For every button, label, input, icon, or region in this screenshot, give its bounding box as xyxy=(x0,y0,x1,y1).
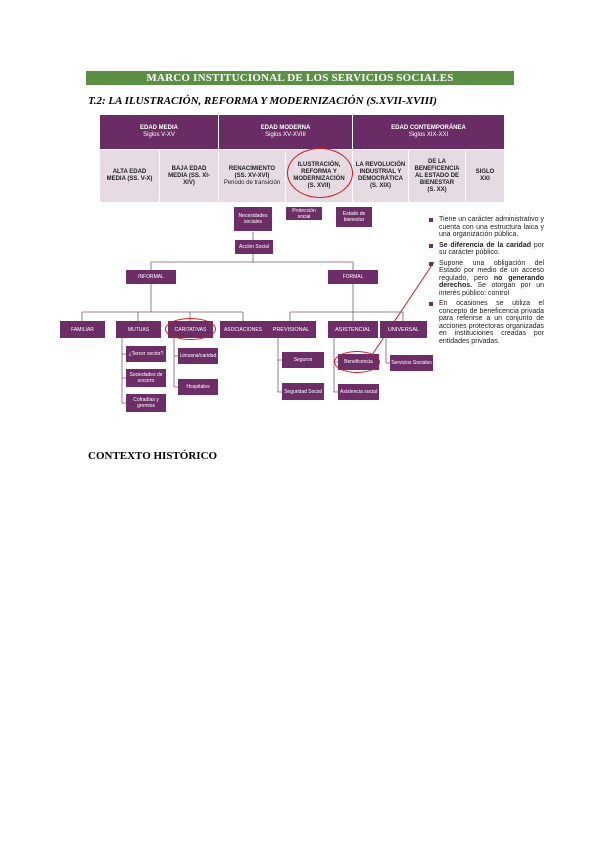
bullet-text: Se otorgan por un interés público: contr… xyxy=(439,282,544,297)
bullet-text: por su carácter público. xyxy=(439,241,544,257)
node-tercer-sector: ¿Tercer sector? xyxy=(126,346,166,362)
age-name: EDAD CONTEMPORÁNEA xyxy=(391,125,466,131)
node-familiar: FAMILIAR xyxy=(60,321,105,338)
period-line: DE LA xyxy=(428,158,446,165)
node-proteccion: Protección social xyxy=(286,207,322,220)
highlight-circle-ilustracion xyxy=(287,148,353,198)
period-line: MEDIA (SS. XI- xyxy=(168,172,210,179)
period-line: (SS. XV-XVI) xyxy=(234,172,270,179)
bullet-text: En ocasiones se utiliza el concepto de b… xyxy=(439,300,544,345)
age-name: EDAD MEDIA xyxy=(139,125,178,131)
node-servicios-sociales: Servicios Sociales xyxy=(390,355,433,371)
node-sociedades-socorro: Sociedades de socorro xyxy=(126,369,166,387)
period-revolucion: LA REVOLUCIÓN INDUSTRIAL Y DEMOCRÁTICA (… xyxy=(353,150,408,202)
age-span: Siglos XV-XVIII xyxy=(265,132,306,138)
period-alta-edad-media: ALTA EDAD MEDIA (SS. V-X) xyxy=(100,150,159,202)
period-line: MEDIA (SS. V-X) xyxy=(106,176,153,182)
node-asociaciones: ASOCIACIONES xyxy=(220,321,266,338)
bullet-square-icon xyxy=(429,302,433,306)
node-estado-bienestar: Estado de bienestar xyxy=(336,207,372,227)
beneficencia-notes: Tiene un carácter administrativo y cuent… xyxy=(427,216,544,348)
node-hospitales: Hospitales xyxy=(178,379,218,395)
period-line: Periodo de transición xyxy=(223,179,281,186)
period-line: AL ESTADO DE xyxy=(414,172,460,179)
age-name: EDAD MODERNA xyxy=(260,125,311,131)
period-renacimiento: RENACIMIENTO (SS. XV-XVI) Periodo de tra… xyxy=(219,150,285,202)
node-universal: UNIVERSAL xyxy=(380,321,427,338)
node-seguros: Seguros xyxy=(282,352,324,368)
period-beneficencia: DE LA BENEFICENCIA AL ESTADO DE BIENESTA… xyxy=(409,150,465,202)
age-contemporary: EDAD CONTEMPORÁNEA Siglos XIX-XXI xyxy=(353,115,504,149)
bullet-square-icon xyxy=(429,261,433,266)
node-mutuas: MUTUAS xyxy=(116,321,161,338)
node-formal: FORMAL xyxy=(328,270,378,284)
period-line: LA REVOLUCIÓN xyxy=(355,162,406,168)
bullet-text: Supone una obligación del Estado por med… xyxy=(439,259,544,282)
period-line: INDUSTRIAL Y xyxy=(359,169,402,175)
list-item: Se diferencia de la caridad por su carác… xyxy=(427,242,544,257)
period-siglo-xxi: SIGLO XXI xyxy=(466,150,504,202)
bullet-square-icon xyxy=(429,243,433,248)
list-item: En ocasiones se utiliza el concepto de b… xyxy=(427,300,544,345)
age-modern: EDAD MODERNA Siglos XV-XVIII xyxy=(219,115,352,149)
period-line: (S. XX) xyxy=(427,186,447,193)
period-line: BIENESTAR xyxy=(419,179,455,186)
node-previsional: PREVISIONAL xyxy=(266,321,316,338)
period-baja-edad-media: BAJA EDAD MEDIA (SS. XI- XIV) xyxy=(160,150,218,202)
period-line: XIV) xyxy=(183,179,195,186)
banner-title: MARCO INSTITUCIONAL DE LOS SERVICIOS SOC… xyxy=(86,71,514,85)
node-cofradias: Cofradías y gremios xyxy=(126,394,166,412)
age-span: Siglos V-XV xyxy=(143,132,175,138)
list-item: Supone una obligación del Estado por med… xyxy=(427,260,544,298)
period-line: DEMOCRÁTICA xyxy=(358,176,403,182)
period-line: XXI xyxy=(480,176,490,182)
node-necesidades: Necesidades sociales xyxy=(234,207,272,231)
period-table: EDAD MEDIA Siglos V-XV EDAD MODERNA Sigl… xyxy=(100,115,504,202)
bullet-bold: Se diferencia de la caridad xyxy=(439,241,532,249)
period-line: BAJA EDAD xyxy=(171,165,207,172)
highlight-arrow-line xyxy=(371,261,435,356)
node-limosna: Limosna/caridad xyxy=(178,348,218,364)
age-medieval: EDAD MEDIA Siglos V-XV xyxy=(100,115,218,149)
bullet-square-icon xyxy=(429,218,433,222)
period-line: (S. XIX) xyxy=(369,183,391,189)
chapter-subtitle: T.2: LA ILUSTRACIÓN, REFORMA Y MODERNIZA… xyxy=(88,95,437,107)
node-asistencia-social: Asistencia social xyxy=(338,384,379,400)
period-line: ALTA EDAD xyxy=(112,169,147,175)
node-seguridad-social: Seguridad Social xyxy=(282,383,324,400)
period-line: SIGLO xyxy=(475,169,495,175)
node-asistencial: ASISTENCIAL xyxy=(328,321,378,338)
period-line: BENEFICENCIA xyxy=(414,165,460,172)
list-item: Tiene un carácter administrativo y cuent… xyxy=(427,216,544,239)
highlight-circle-beneficencia xyxy=(334,351,380,373)
bullet-text: Tiene un carácter administrativo y cuent… xyxy=(439,216,544,238)
age-span: Siglos XIX-XXI xyxy=(408,132,449,138)
node-informal: INFORMAL xyxy=(126,270,176,284)
bullet-bold: no generando derechos. xyxy=(439,274,544,290)
highlight-circle-caritativas xyxy=(165,318,216,340)
node-accion-social: Acción Social xyxy=(235,240,273,254)
section-title: CONTEXTO HISTÓRICO xyxy=(88,450,218,462)
period-line: RENACIMIENTO xyxy=(228,165,276,172)
